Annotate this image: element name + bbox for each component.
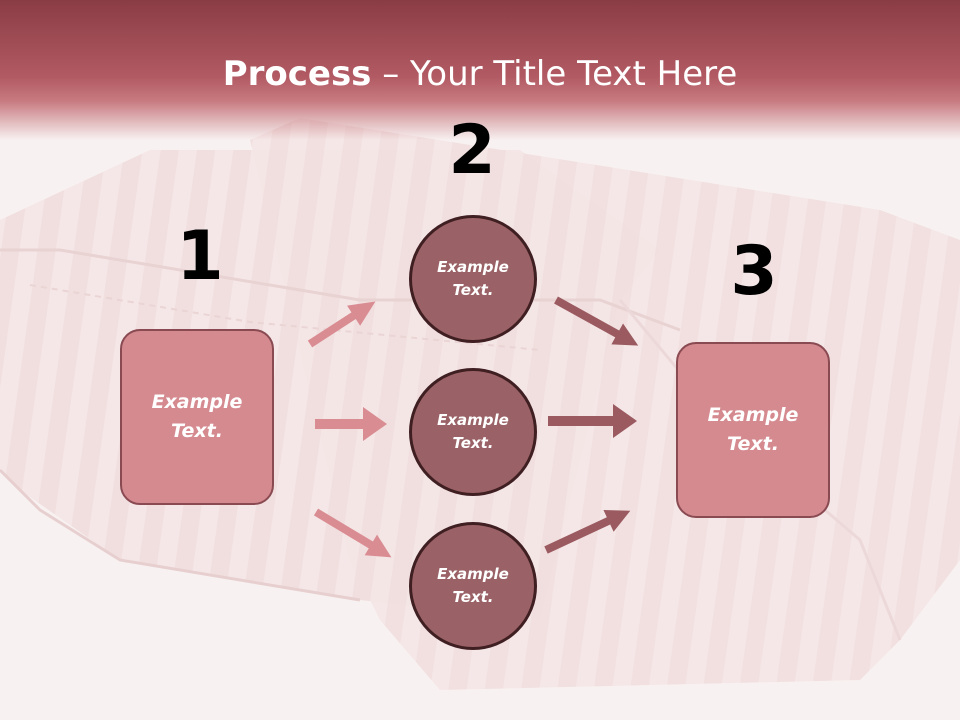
- step-number-1: 1: [176, 217, 224, 296]
- left-step-box: Example Text.: [120, 329, 274, 505]
- header-band: [0, 0, 960, 140]
- left-step-label: Example Text.: [151, 391, 243, 442]
- circle-middle: Example Text.: [409, 368, 537, 496]
- circle-bottom: Example Text.: [409, 522, 537, 650]
- right-step-label: Example Text.: [707, 404, 799, 455]
- circle-top-label: Example Text.: [437, 258, 509, 299]
- arrow-top-to-right: [554, 296, 639, 346]
- arrow-left-to-bottom: [313, 508, 392, 558]
- circle-top: Example Text.: [409, 215, 537, 343]
- arrow-left-to-top: [307, 301, 376, 348]
- arrow-left-to-middle: [315, 407, 387, 441]
- step-number-2: 2: [448, 111, 496, 190]
- right-step-box: Example Text.: [676, 342, 830, 518]
- arrow-middle-to-right: [548, 404, 637, 438]
- step-number-3: 3: [730, 232, 778, 311]
- circle-middle-label: Example Text.: [437, 411, 509, 452]
- title-bold: Process: [222, 54, 372, 94]
- circle-bottom-label: Example Text.: [437, 565, 509, 606]
- title-rest: – Your Title Text Here: [371, 54, 738, 94]
- slide-title: Process – Your Title Text Here: [0, 52, 960, 96]
- arrow-bottom-to-right: [544, 509, 631, 554]
